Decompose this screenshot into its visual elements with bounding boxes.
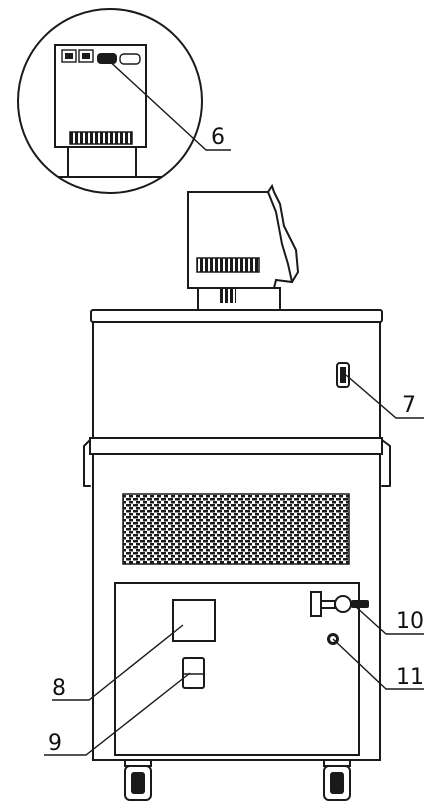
detail-port-1 [61, 49, 77, 63]
callout-11: 11 [396, 665, 424, 690]
neck-vent [218, 289, 236, 303]
detail-db-connector-2 [119, 53, 141, 65]
callout-9: 9 [48, 731, 62, 756]
casters [124, 759, 351, 801]
cooling-vent-grille [122, 493, 350, 565]
callout-10: 10 [396, 609, 424, 634]
callout-7: 7 [402, 393, 416, 418]
left-clamp [83, 439, 91, 487]
cabinet-top-lid [90, 309, 383, 323]
display-window [172, 599, 216, 642]
upper-cabinet-body [92, 321, 381, 439]
head-neck [197, 287, 281, 311]
lower-cabinet [92, 453, 381, 761]
callout-labels: 6 7 8 9 10 11 [48, 125, 424, 756]
detail-port-2 [78, 49, 94, 63]
zoom-circle [17, 8, 203, 194]
leader-8 [52, 624, 184, 701]
clamp-band [89, 437, 383, 455]
right-clamp [381, 439, 391, 487]
detail-neck [67, 146, 137, 178]
head-vent [196, 257, 260, 273]
middle-band [83, 437, 391, 487]
leader-10 [354, 605, 424, 635]
callout-8: 8 [52, 676, 66, 701]
detail-vent-teeth [69, 131, 133, 145]
leader-11 [332, 638, 424, 690]
leader-9 [44, 672, 191, 756]
callout-6: 6 [211, 125, 225, 150]
leader-7 [345, 374, 424, 419]
leader-6 [105, 57, 231, 151]
upper-cabinet [90, 309, 383, 439]
zoom-detail [17, 8, 203, 194]
callout-leaders [44, 57, 424, 756]
power-switch [182, 657, 205, 689]
laser-head [187, 183, 300, 311]
